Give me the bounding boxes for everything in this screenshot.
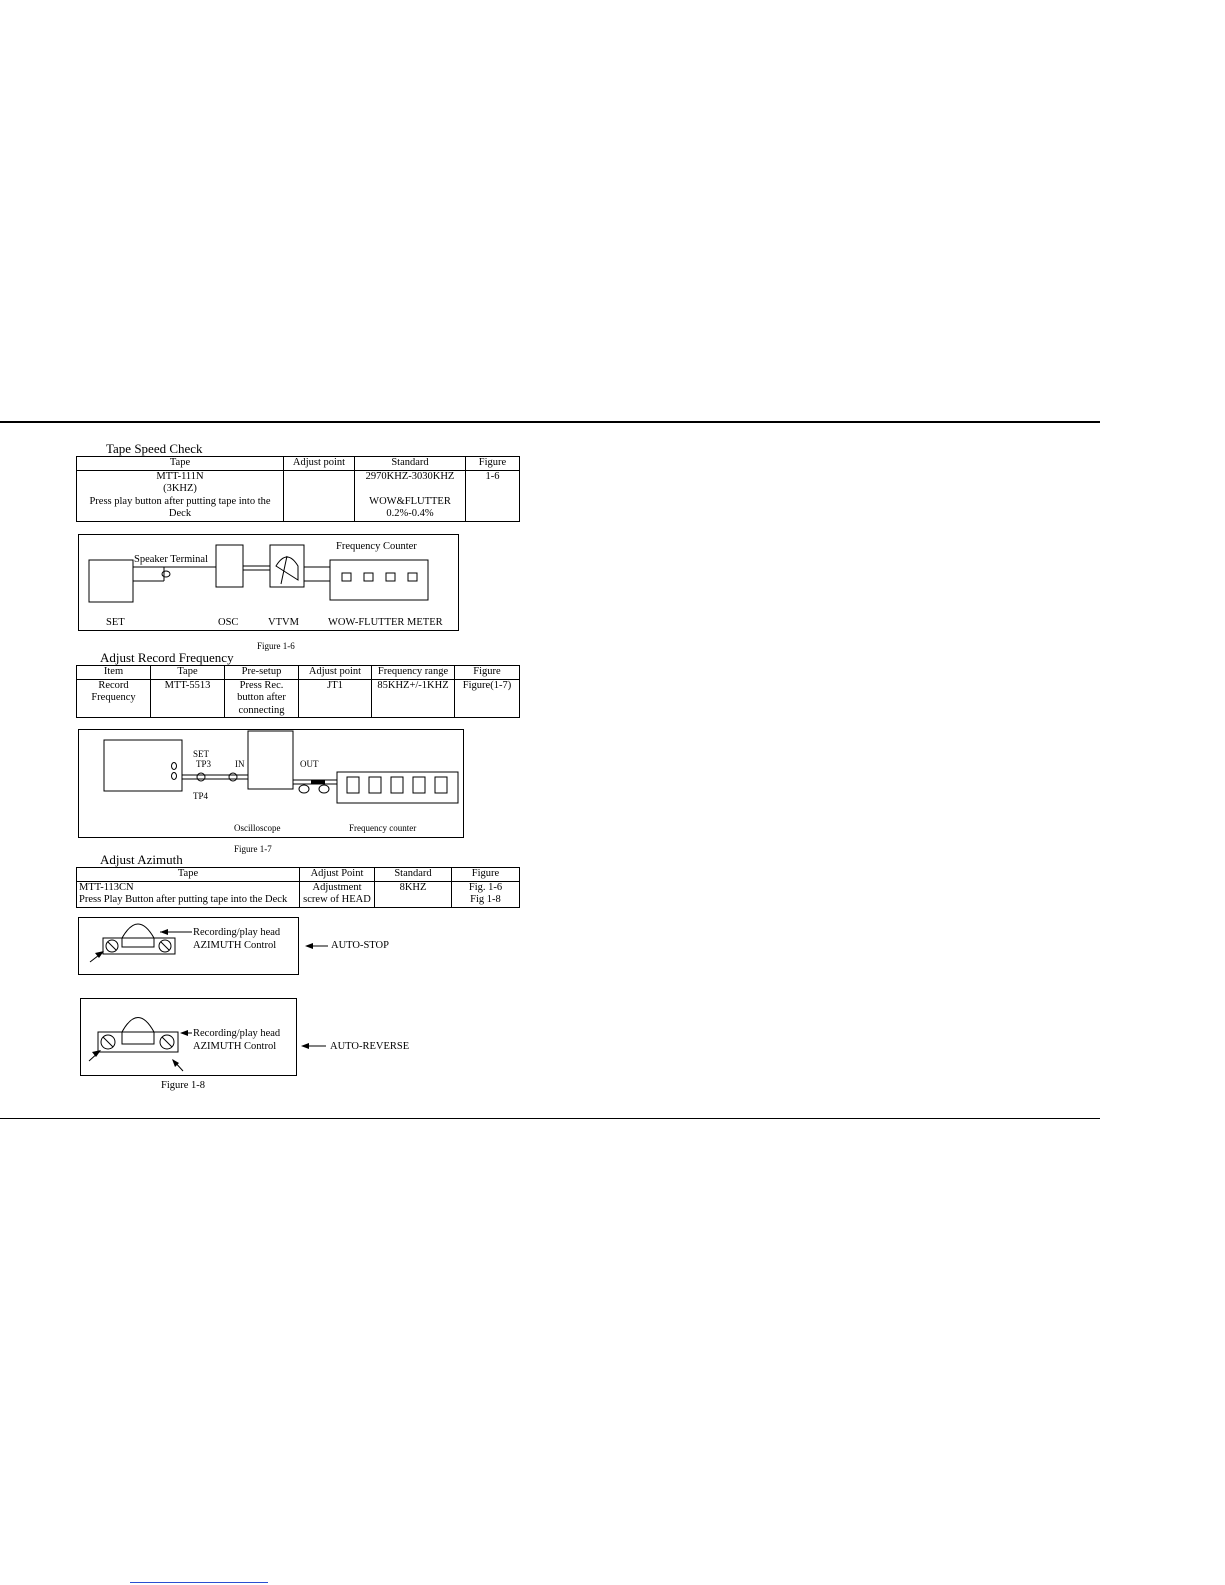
figure-1-7-frame	[78, 729, 464, 838]
top-rule	[0, 421, 1100, 423]
cell-tape: MTT-5513	[150, 678, 225, 718]
set-label: SET	[193, 749, 210, 759]
table-header-row: Item Tape Pre-setup Adjust point Frequen…	[76, 665, 520, 680]
frequency-counter-label: Frequency Counter	[336, 541, 417, 552]
figure-1-8-caption: Figure 1-8	[161, 1080, 206, 1091]
figure-1-6-caption: Figure 1-6	[257, 641, 295, 651]
auto-reverse-azimuth-label: AZIMUTH Control	[193, 1041, 277, 1052]
auto-stop-azimuth-label: AZIMUTH Control	[193, 940, 277, 951]
cell-presetup: Press Rec. button after connecting	[224, 678, 299, 718]
table-row: MTT-111N (3KHZ) Press play button after …	[76, 469, 520, 522]
cell-figure: 1-6	[465, 469, 520, 522]
cell-tape: MTT-113CN Press Play Button after puttin…	[76, 880, 300, 908]
table-row: Record Frequency MTT-5513 Press Rec. but…	[76, 678, 520, 718]
vtvm-label: VTVM	[268, 617, 299, 628]
cell-tape: MTT-111N (3KHZ) Press play button after …	[76, 469, 284, 522]
tp4-label: TP4	[193, 791, 209, 801]
azimuth-title: Adjust Azimuth	[100, 852, 183, 867]
bottom-rule	[0, 1118, 1100, 1119]
auto-reverse-head-frame	[80, 998, 297, 1076]
cell-standard: 8KHZ	[374, 880, 452, 908]
cell-item: Record Frequency	[76, 678, 151, 718]
tape-speed-title: Tape Speed Check	[106, 441, 203, 456]
table-header-row: Tape Adjust point Standard Figure	[76, 456, 520, 471]
table-row: MTT-113CN Press Play Button after puttin…	[76, 880, 520, 908]
tape-speed-table: Tape Adjust point Standard Figure MTT-11…	[76, 456, 520, 522]
cell-figure: Fig. 1-6 Fig 1-8	[451, 880, 520, 908]
cell-adjust-point	[283, 469, 355, 522]
oscilloscope-label: Oscilloscope	[234, 823, 281, 833]
record-frequency-table: Item Tape Pre-setup Adjust point Frequen…	[76, 665, 520, 718]
frequency-counter-label: Frequency counter	[349, 823, 417, 833]
azimuth-table: Tape Adjust Point Standard Figure MTT-11…	[76, 867, 520, 908]
auto-stop-head-label: Recording/play head	[193, 927, 281, 938]
record-frequency-title: Adjust Record Frequency	[100, 650, 234, 665]
bottom-link-underline[interactable]	[130, 1582, 268, 1583]
auto-stop-head-frame	[78, 917, 299, 975]
figure-1-7-caption: Figure 1-7	[234, 844, 272, 854]
cell-adjust-point: Adjustment screw of HEAD	[299, 880, 375, 908]
cell-frequency-range: 85KHZ+/-1KHZ	[371, 678, 455, 718]
wow-flutter-label: WOW-FLUTTER METER	[328, 617, 443, 628]
auto-reverse-head-label: Recording/play head	[193, 1028, 281, 1039]
set-label: SET	[106, 617, 125, 628]
tp3-label: TP3	[196, 759, 212, 769]
cell-standard: 2970KHZ-3030KHZ WOW&FLUTTER 0.2%-0.4%	[354, 469, 466, 522]
speaker-terminal-label: Speaker Terminal	[134, 554, 209, 565]
auto-reverse-label: AUTO-REVERSE	[330, 1041, 410, 1052]
cell-figure: Figure(1-7)	[454, 678, 520, 718]
figure-1-6-frame	[78, 534, 459, 631]
in-label: IN	[235, 759, 245, 769]
out-label: OUT	[300, 759, 319, 769]
auto-stop-label: AUTO-STOP	[331, 940, 389, 951]
table-header-row: Tape Adjust Point Standard Figure	[76, 867, 520, 882]
osc-label: OSC	[218, 617, 239, 628]
